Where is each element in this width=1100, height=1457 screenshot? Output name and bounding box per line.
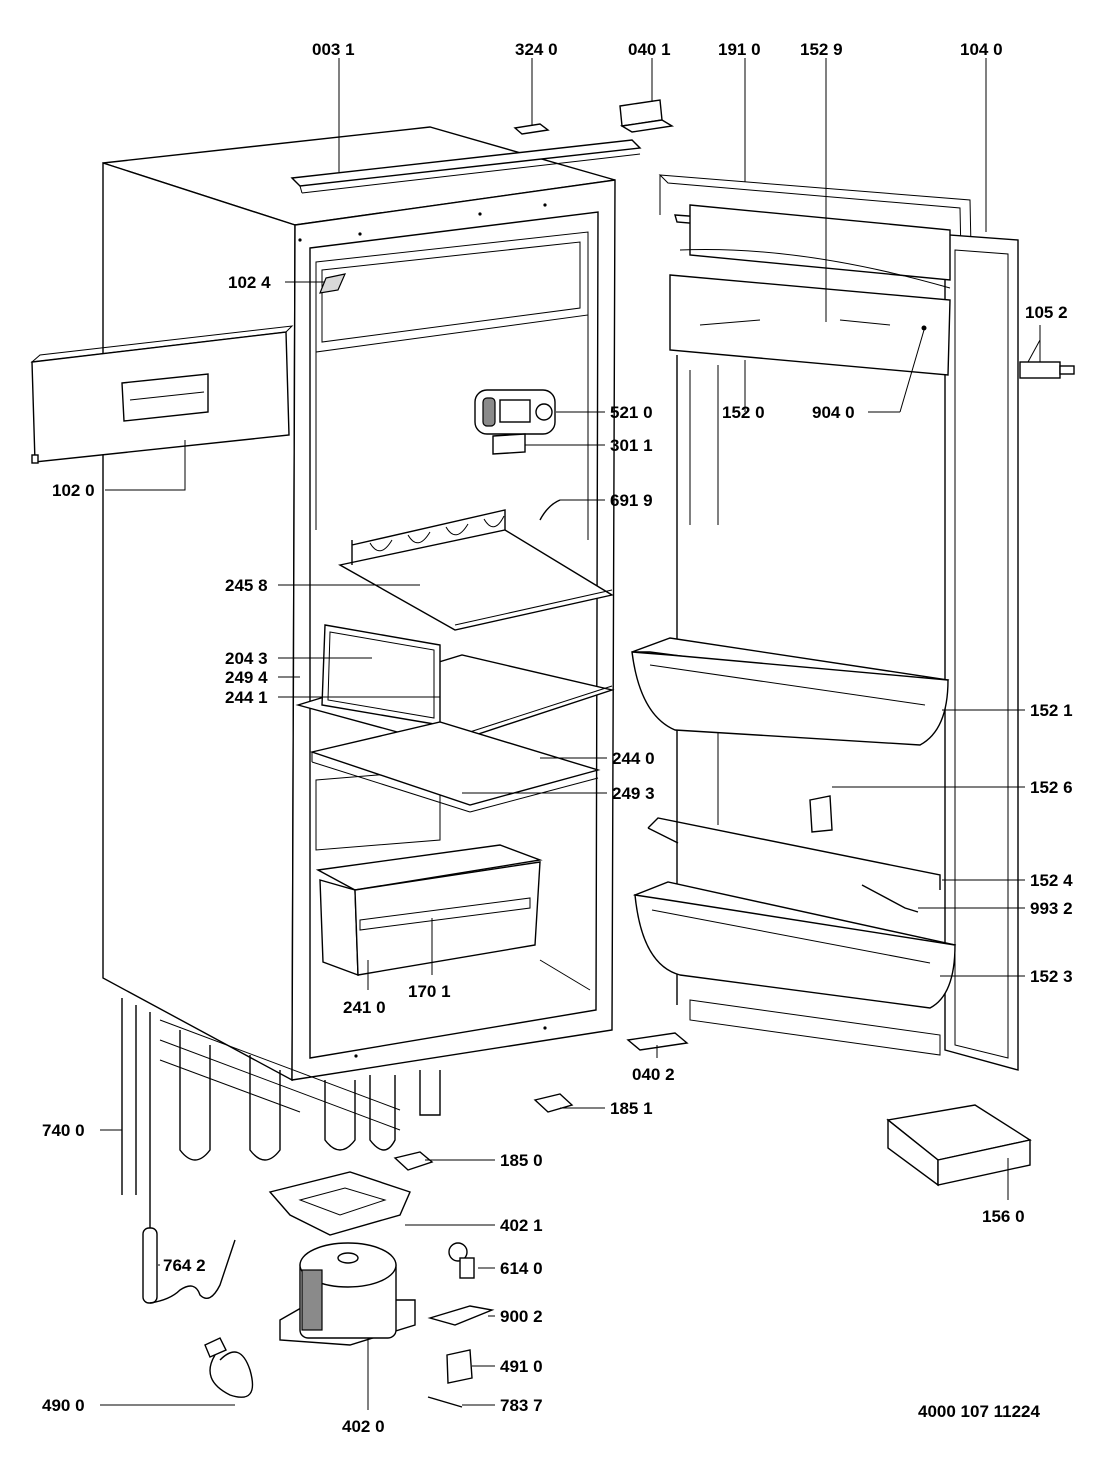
cover-491-0 bbox=[446, 1349, 473, 1384]
sensor-wire bbox=[539, 499, 561, 521]
part-label: 691 9 bbox=[610, 491, 653, 510]
part-label: 204 3 bbox=[225, 649, 268, 668]
part-label: 324 0 bbox=[515, 40, 558, 59]
ice-cube-tray bbox=[886, 1104, 1032, 1187]
bracket-185-1 bbox=[533, 1093, 574, 1113]
part-label: 102 0 bbox=[52, 481, 95, 500]
door-switch bbox=[861, 884, 919, 913]
part-label: 900 2 bbox=[500, 1307, 543, 1326]
filter-dryer bbox=[142, 1227, 236, 1304]
part-label: 521 0 bbox=[610, 403, 653, 422]
part-label: 249 4 bbox=[225, 668, 268, 687]
part-label: 152 9 bbox=[800, 40, 843, 59]
part-label: 104 0 bbox=[960, 40, 1003, 59]
top-rail bbox=[290, 139, 642, 194]
part-label: 249 3 bbox=[612, 784, 655, 803]
part-label: 040 2 bbox=[632, 1065, 675, 1084]
bracket-185-0 bbox=[393, 1151, 434, 1171]
part-label: 764 2 bbox=[163, 1256, 206, 1275]
hinge-040-2 bbox=[626, 1032, 689, 1051]
relay-614-0 bbox=[448, 1242, 475, 1279]
compressor-bracket bbox=[268, 1171, 411, 1236]
part-label: 740 0 bbox=[42, 1121, 85, 1140]
part-label: 244 0 bbox=[612, 749, 655, 768]
door-bin-upper bbox=[631, 637, 950, 746]
part-label: 152 0 bbox=[722, 403, 765, 422]
freezer-flap bbox=[30, 325, 294, 464]
part-label: 245 8 bbox=[225, 576, 268, 595]
part-label: 185 0 bbox=[500, 1151, 543, 1170]
pin-783-7 bbox=[427, 1396, 463, 1408]
part-label: 402 0 bbox=[342, 1417, 385, 1436]
part-label: 152 6 bbox=[1030, 778, 1073, 797]
part-label: 152 1 bbox=[1030, 701, 1073, 720]
compressor bbox=[279, 1242, 416, 1346]
door-bin-lower bbox=[632, 881, 957, 1009]
part-labels: 003 1 324 0 040 1 191 0 152 9 104 0 102 … bbox=[42, 40, 1073, 1436]
part-label: 105 2 bbox=[1025, 303, 1068, 322]
part-label: 102 4 bbox=[228, 273, 271, 292]
part-label: 244 1 bbox=[225, 688, 268, 707]
part-label: 156 0 bbox=[982, 1207, 1025, 1226]
top-hinge bbox=[619, 99, 675, 133]
part-label: 152 4 bbox=[1030, 871, 1073, 890]
part-label: 185 1 bbox=[610, 1099, 653, 1118]
ice-tray-small bbox=[319, 273, 347, 294]
glass-shelf-upper bbox=[295, 624, 615, 746]
glass-shelf-lower bbox=[309, 721, 601, 813]
part-label: 301 1 bbox=[610, 436, 653, 455]
part-label: 614 0 bbox=[500, 1259, 543, 1278]
part-label: 491 0 bbox=[500, 1357, 543, 1376]
part-label: 490 0 bbox=[42, 1396, 85, 1415]
leader-lines bbox=[100, 58, 1041, 1410]
dairy-compartment bbox=[669, 204, 951, 376]
wire-shelf bbox=[338, 509, 614, 631]
part-label: 152 3 bbox=[1030, 967, 1073, 986]
thermostat-housing bbox=[474, 389, 556, 435]
overload-900-2 bbox=[427, 1305, 495, 1326]
document-number: 4000 107 11224 bbox=[918, 1402, 1041, 1421]
part-label: 783 7 bbox=[500, 1396, 543, 1415]
clip-152-6 bbox=[809, 795, 833, 833]
power-cord bbox=[204, 1337, 254, 1398]
part-label: 402 1 bbox=[500, 1216, 543, 1235]
part-label: 170 1 bbox=[408, 982, 451, 1001]
part-label: 003 1 bbox=[312, 40, 355, 59]
part-label: 993 2 bbox=[1030, 899, 1073, 918]
condenser-coil bbox=[121, 998, 441, 1230]
part-label: 904 0 bbox=[812, 403, 855, 422]
thermostat-label bbox=[492, 433, 526, 455]
part-label: 040 1 bbox=[628, 40, 671, 59]
bottle-guard bbox=[647, 817, 941, 890]
crisper-drawer bbox=[315, 844, 543, 977]
hinge-105-2 bbox=[1019, 361, 1075, 379]
part-label: 191 0 bbox=[718, 40, 761, 59]
part-label: 241 0 bbox=[343, 998, 386, 1017]
